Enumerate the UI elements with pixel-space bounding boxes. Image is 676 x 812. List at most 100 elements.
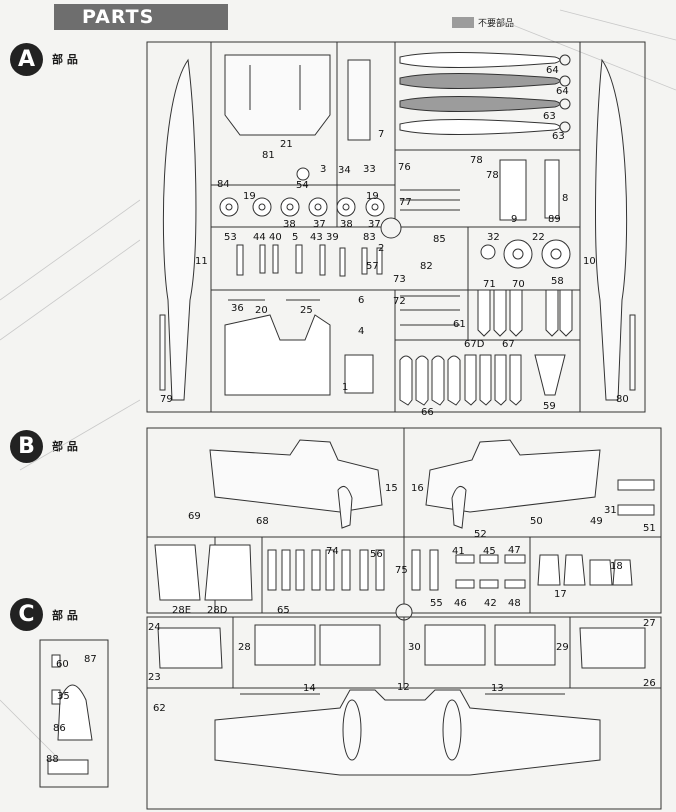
part-number: 10 bbox=[583, 256, 596, 267]
flaps bbox=[267, 479, 655, 591]
part-number: 77 bbox=[399, 197, 412, 208]
part-number: 50 bbox=[530, 516, 543, 527]
part-number: 37 bbox=[368, 219, 381, 230]
part-number: 2 bbox=[378, 243, 385, 254]
part-number: 31 bbox=[604, 505, 617, 516]
part-number: 73 bbox=[393, 274, 406, 285]
part-number: 74 bbox=[326, 546, 339, 557]
part-number: 15 bbox=[385, 483, 398, 494]
part-number: 61 bbox=[453, 319, 466, 330]
part-number: 6 bbox=[358, 295, 365, 306]
part-number: 84 bbox=[217, 179, 230, 190]
engine-nacelles bbox=[157, 624, 646, 669]
part-number: 8 bbox=[562, 193, 569, 204]
part-number: 35 bbox=[57, 691, 70, 702]
part-number: 53 bbox=[224, 232, 237, 243]
page-title: PARTS bbox=[82, 6, 155, 28]
part-number: 46 bbox=[454, 598, 467, 609]
sprue-a-frame bbox=[146, 41, 646, 413]
part-number: 27 bbox=[643, 618, 656, 629]
part-number: 24 bbox=[148, 622, 161, 633]
section-letter-c: C bbox=[10, 598, 43, 631]
part-number: 67D bbox=[464, 339, 485, 350]
part-number: 79 bbox=[160, 394, 173, 405]
center-wing bbox=[214, 689, 601, 776]
section-label-a: 部 品 bbox=[52, 53, 78, 66]
part-number: 69 bbox=[188, 511, 201, 522]
part-number: 28 bbox=[238, 642, 251, 653]
outer-wing-panels bbox=[209, 439, 601, 529]
part-number: 68 bbox=[256, 516, 269, 527]
part-number: 16 bbox=[411, 483, 424, 494]
part-number: 9 bbox=[511, 214, 518, 225]
part-number: 59 bbox=[543, 401, 556, 412]
part-number: 30 bbox=[408, 642, 421, 653]
fuselage-halves-a bbox=[159, 58, 636, 401]
part-number: 86 bbox=[53, 723, 66, 734]
part-number: 36 bbox=[231, 303, 244, 314]
part-number: 28D bbox=[207, 605, 228, 616]
sprue-c-frame bbox=[39, 616, 662, 810]
part-number: 14 bbox=[303, 683, 316, 694]
part-number: 60 bbox=[56, 659, 69, 670]
part-number: 56 bbox=[370, 549, 383, 560]
part-number: 78 bbox=[486, 170, 499, 181]
part-number: 20 bbox=[255, 305, 268, 316]
part-number: 37 bbox=[313, 219, 326, 230]
legend-swatch bbox=[452, 17, 474, 28]
part-number: 54 bbox=[296, 180, 309, 191]
part-number: 76 bbox=[398, 162, 411, 173]
part-number: 19 bbox=[366, 191, 379, 202]
part-number: 32 bbox=[487, 232, 500, 243]
part-number: 87 bbox=[84, 654, 97, 665]
part-number: 41 bbox=[452, 546, 465, 557]
part-number: 11 bbox=[195, 256, 208, 267]
part-number: 45 bbox=[483, 546, 496, 557]
part-number: 81 bbox=[262, 150, 275, 161]
part-number: 63 bbox=[543, 111, 556, 122]
part-number: 3 bbox=[320, 164, 327, 175]
part-number: 64 bbox=[546, 65, 559, 76]
part-number: 49 bbox=[590, 516, 603, 527]
drop-tanks bbox=[399, 52, 571, 135]
part-number: 21 bbox=[280, 139, 293, 150]
part-number: 28E bbox=[172, 605, 192, 616]
part-number: 12 bbox=[397, 682, 410, 693]
cockpit-tub bbox=[224, 54, 371, 141]
part-number: 82 bbox=[420, 261, 433, 272]
part-number: 55 bbox=[430, 598, 443, 609]
part-number: 4 bbox=[358, 326, 365, 337]
part-number: 7 bbox=[378, 129, 385, 140]
part-number: 29 bbox=[556, 642, 569, 653]
part-number: 67 bbox=[502, 339, 515, 350]
part-number: 75 bbox=[395, 565, 408, 576]
part-number: 34 bbox=[338, 165, 351, 176]
part-number: 52 bbox=[474, 529, 487, 540]
part-number: 25 bbox=[300, 305, 313, 316]
part-number: 80 bbox=[616, 394, 629, 405]
part-number: 39 bbox=[326, 232, 339, 243]
part-number: 83 bbox=[363, 232, 376, 243]
part-number: 38 bbox=[283, 219, 296, 230]
part-number: 57 bbox=[366, 261, 379, 272]
part-number: 42 bbox=[484, 598, 497, 609]
part-number: 17 bbox=[554, 589, 567, 600]
legend-text: 不要部品 bbox=[478, 19, 515, 29]
part-number: 38 bbox=[340, 219, 353, 230]
part-number: 78 bbox=[470, 155, 483, 166]
part-number: 44 bbox=[253, 232, 266, 243]
part-number: 23 bbox=[148, 672, 161, 683]
part-number: 70 bbox=[512, 279, 525, 290]
background-aircraft-drawing bbox=[0, 9, 676, 761]
sprue-b-frame bbox=[146, 427, 662, 621]
part-number: 63 bbox=[552, 131, 565, 142]
control-surfaces bbox=[154, 544, 633, 601]
part-number: 43 bbox=[310, 232, 323, 243]
part-number: 48 bbox=[508, 598, 521, 609]
part-number: 64 bbox=[556, 86, 569, 97]
part-number: 62 bbox=[153, 703, 166, 714]
section-label-c: 部 品 bbox=[52, 609, 78, 622]
part-number: 72 bbox=[393, 296, 406, 307]
part-number: 5 bbox=[292, 232, 299, 243]
part-number: 18 bbox=[610, 561, 623, 572]
